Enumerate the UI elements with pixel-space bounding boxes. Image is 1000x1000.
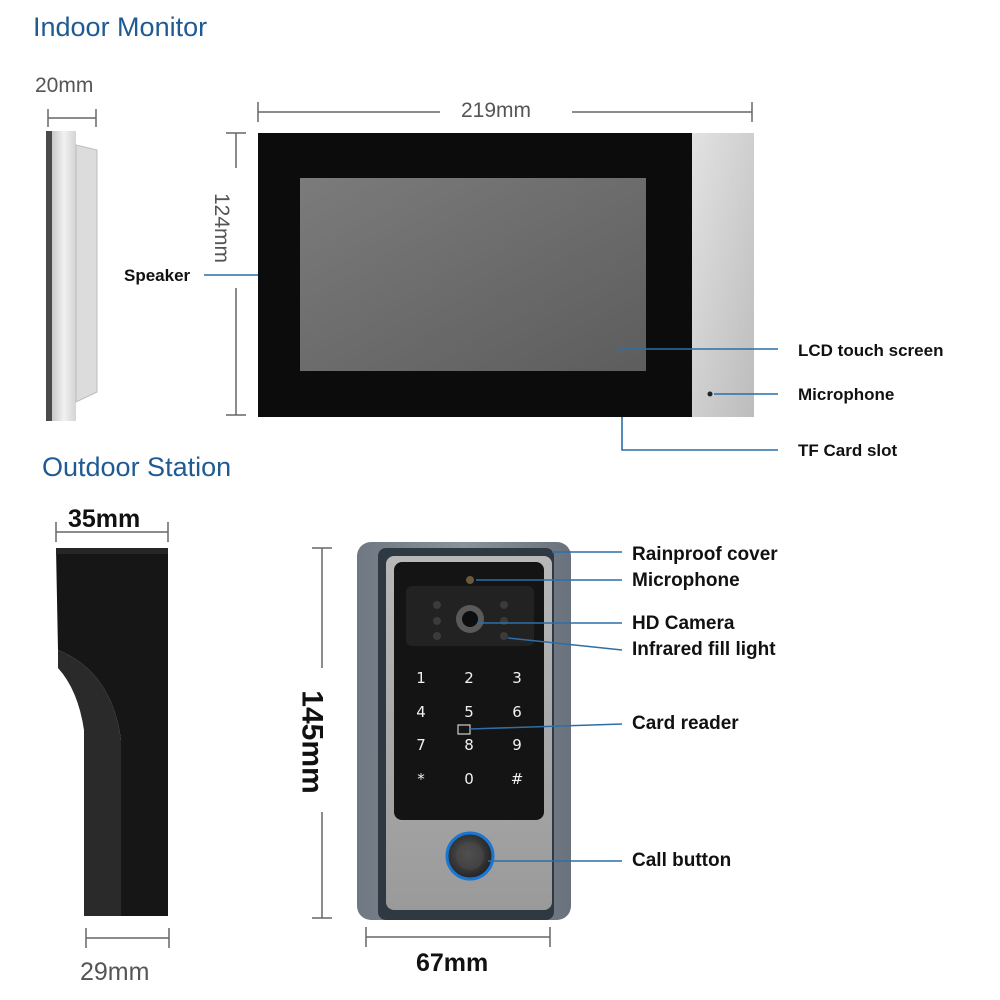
indoor-title: Indoor Monitor <box>33 12 208 42</box>
outdoor-depth-bottom-label: 29mm <box>80 958 150 986</box>
speaker-label: Speaker <box>124 266 191 285</box>
keypad-key-10: 0 <box>464 770 474 788</box>
keypad-key-8: 9 <box>512 736 522 754</box>
keypad-key-7: 8 <box>464 736 474 754</box>
indoor-front-view <box>258 133 754 417</box>
outdoor-width-dimension <box>365 927 551 947</box>
indoor-microphone-hole <box>707 391 713 397</box>
indoor-callout-lines <box>204 274 778 451</box>
outdoor-height-dimension <box>312 547 332 919</box>
rainproof-cover-label: Rainproof cover <box>632 544 778 565</box>
outdoor-callout-lines <box>469 551 623 862</box>
indoor-width-dimension <box>257 102 753 122</box>
outdoor-microphone-hole <box>466 576 474 584</box>
outdoor-depth-top-dimension <box>55 522 169 542</box>
keypad-key-6: 7 <box>416 736 426 754</box>
indoor-height-label: 124mm <box>210 192 234 264</box>
keypad-key-0: 1 <box>416 669 426 687</box>
keypad-key-11: # <box>511 770 524 788</box>
keypad-key-4: 5 <box>464 703 474 721</box>
card-reader-label: Card reader <box>632 713 739 734</box>
indoor-width-label: 219mm <box>461 99 532 122</box>
keypad-key-3: 4 <box>416 703 426 721</box>
outdoor-front-view <box>357 542 571 920</box>
keypad-key-1: 2 <box>464 669 474 687</box>
outdoor-depth-bottom-dimension <box>85 928 170 948</box>
call-button-label: Call button <box>632 850 732 871</box>
hd-camera-label: HD Camera <box>632 613 735 634</box>
indoor-side-view <box>46 131 98 421</box>
infrared-fill-light-label: Infrared fill light <box>632 639 776 660</box>
card-reader-icon <box>457 724 471 735</box>
outdoor-depth-top-label: 35mm <box>68 505 141 533</box>
indoor-microphone-label: Microphone <box>798 385 895 404</box>
tf-card-slot-label: TF Card slot <box>798 441 898 460</box>
outdoor-side-view <box>56 548 168 916</box>
keypad-key-5: 6 <box>512 703 522 721</box>
indoor-depth-label: 20mm <box>35 74 94 97</box>
outdoor-microphone-label: Microphone <box>632 570 740 591</box>
outdoor-title: Outdoor Station <box>42 452 232 482</box>
keypad-key-9: * <box>417 770 425 788</box>
outdoor-width-label: 67mm <box>416 949 489 977</box>
indoor-height-dimension <box>226 132 246 416</box>
indoor-depth-dimension <box>47 109 97 127</box>
keypad: 1 2 3 4 5 6 7 8 9 * 0 # <box>416 669 523 788</box>
lcd-touch-screen-label: LCD touch screen <box>798 341 944 360</box>
keypad-key-2: 3 <box>512 669 522 687</box>
outdoor-height-label: 145mm <box>295 690 329 794</box>
